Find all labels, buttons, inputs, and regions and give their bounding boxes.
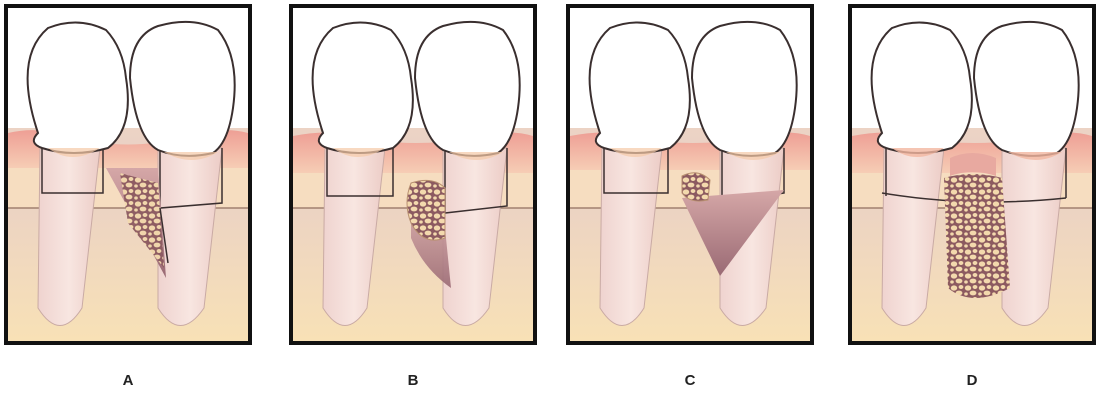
panel-c-label: C — [566, 372, 814, 389]
panel-a-illustration — [8, 8, 248, 341]
panel-c — [566, 4, 814, 345]
panel-b-illustration — [293, 8, 533, 341]
panel-a-label: A — [4, 372, 252, 389]
panel-b — [289, 4, 537, 345]
panel-d — [848, 4, 1096, 345]
panel-d-illustration — [852, 8, 1092, 341]
panel-c-illustration — [570, 8, 810, 341]
panel-a — [4, 4, 252, 345]
panel-b-label: B — [289, 372, 537, 389]
panel-d-label: D — [848, 372, 1096, 389]
